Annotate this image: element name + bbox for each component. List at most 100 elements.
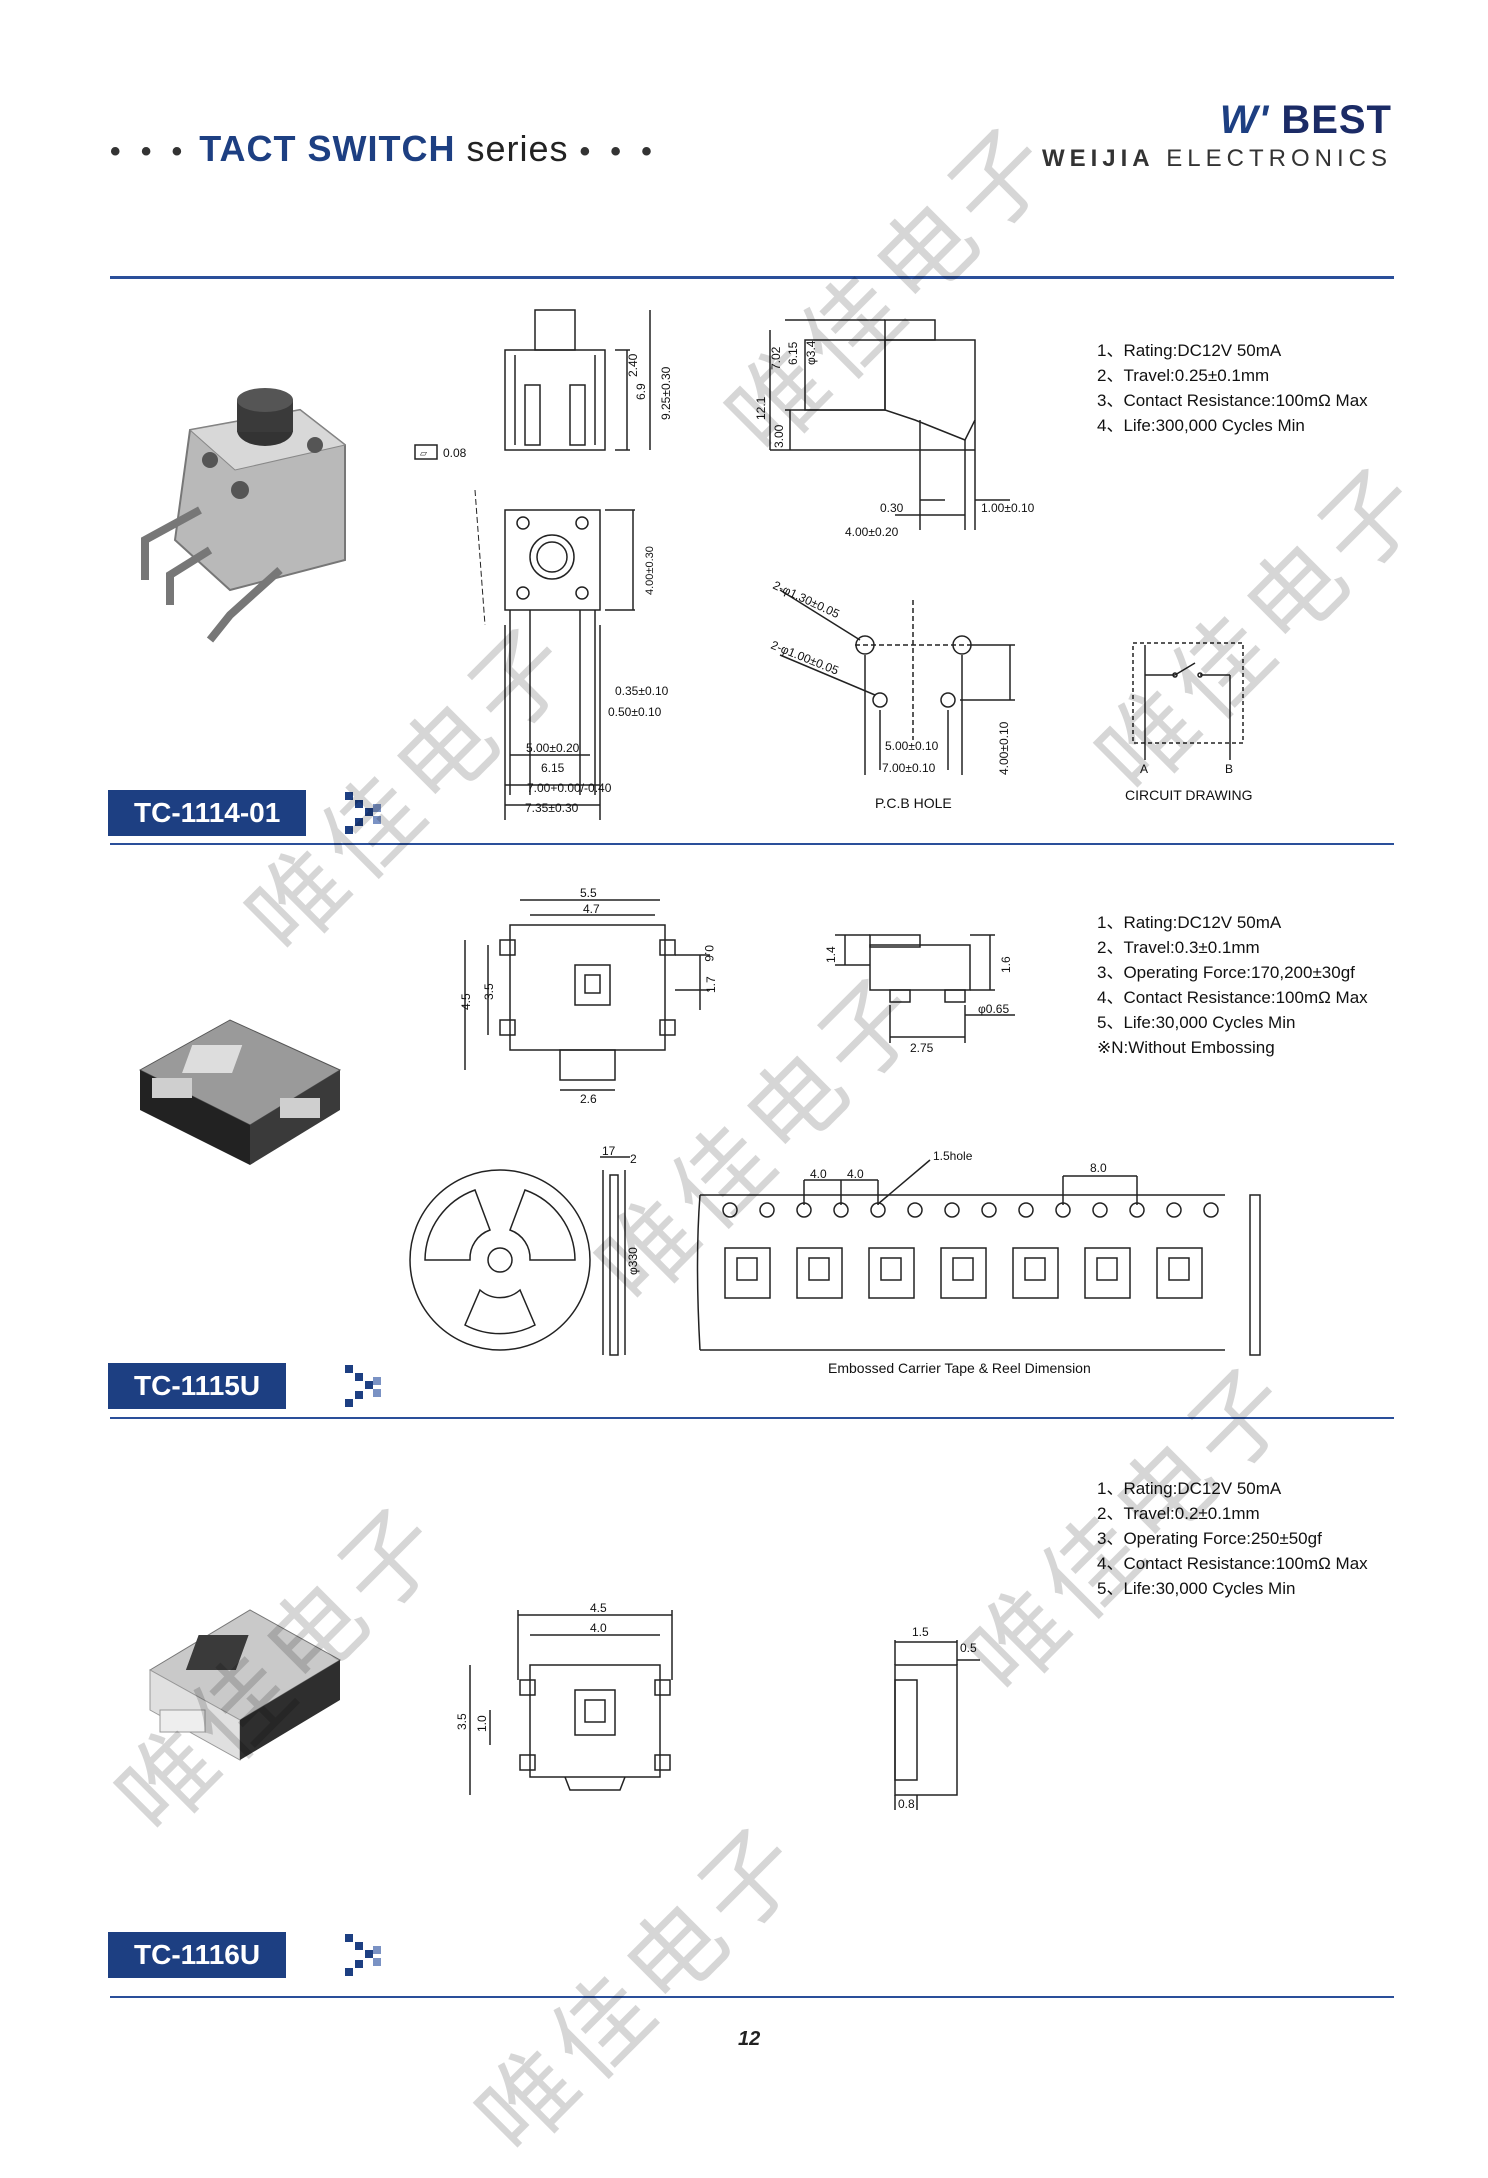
reel-dim-330: φ330 bbox=[626, 1247, 640, 1275]
dim-030: 0.30 bbox=[880, 501, 904, 515]
dim-400: 4.00±0.20 bbox=[845, 525, 899, 539]
tc1114-spec-list: 1、Rating:DC12V 50mA 2、Travel:0.25±0.1mm … bbox=[1097, 338, 1368, 438]
model-tab-arrow bbox=[345, 1365, 381, 1407]
dim-17: 1.7 bbox=[704, 976, 718, 993]
dim-275: 2.75 bbox=[910, 1041, 934, 1055]
dim-26: 2.6 bbox=[580, 1092, 597, 1106]
title-series: series bbox=[466, 128, 569, 169]
spec-item: 1、Rating:DC12V 50mA bbox=[1097, 341, 1282, 360]
pcb-hole-label: P.C.B HOLE bbox=[875, 795, 952, 811]
model-tab-tc1115u: TC-1115U bbox=[108, 1363, 287, 1409]
page-number: 12 bbox=[738, 2028, 761, 2050]
spec-item: 4、Life:300,000 Cycles Min bbox=[1097, 416, 1305, 435]
tape-dim-40b: 4.0 bbox=[847, 1167, 864, 1181]
model-tab-tc1114-01: TC-1114-01 bbox=[108, 790, 307, 836]
tc1116u-product-photo bbox=[149, 1609, 341, 1761]
dim-240: 2.40 bbox=[626, 353, 640, 377]
pcb-hole1: 2-φ1.30±0.05 bbox=[771, 578, 842, 621]
dim-35b: 3.5 bbox=[455, 1713, 469, 1730]
tc1116u-spec-list: 1、Rating:DC12V 50mA 2、Travel:0.2±0.1mm 3… bbox=[1097, 1476, 1368, 1601]
pcb-500: 5.00±0.10 bbox=[885, 739, 939, 753]
dim-735: 7.35±0.30 bbox=[525, 801, 579, 815]
spec-item: 3、Contact Resistance:100mΩ Max bbox=[1097, 391, 1368, 410]
dim-925: 9.25±0.30 bbox=[659, 366, 673, 420]
spec-item: 3、Operating Force:170,200±30gf bbox=[1097, 963, 1355, 982]
svg-text:▱: ▱ bbox=[420, 448, 427, 458]
section-rule-2 bbox=[110, 1417, 1394, 1419]
brand-subtitle: WEIJIA ELECTRONICS bbox=[1042, 145, 1392, 173]
tc1116u-top-drawing: 4.5 4.0 3.5 1.0 bbox=[455, 1601, 673, 1795]
dim-100: 1.00±0.10 bbox=[981, 501, 1035, 515]
brand-logo: W' BEST bbox=[1042, 98, 1392, 143]
tc1114-pcb-hole-drawing: 2-φ1.30±0.05 2-φ1.00±0.05 5.00±0.10 7.00… bbox=[769, 578, 1015, 775]
dim-45b: 4.5 bbox=[590, 1601, 607, 1615]
circuit-pin-a: A bbox=[1140, 762, 1148, 776]
dim-702: 7.02 bbox=[769, 346, 783, 370]
dim-08: 0.8 bbox=[898, 1797, 915, 1811]
circuit-pin-b: B bbox=[1225, 762, 1233, 776]
header-rule bbox=[110, 276, 1394, 279]
dim-35: 3.5 bbox=[482, 983, 496, 1000]
dim-47: 4.7 bbox=[583, 902, 600, 916]
dim-14: 1.4 bbox=[824, 946, 838, 963]
title-dots-left: • • • bbox=[110, 135, 189, 168]
model-tab-arrow bbox=[345, 792, 381, 834]
reel-dim-2: 2 bbox=[630, 1152, 637, 1166]
dim-phi34: φ3.4 bbox=[804, 340, 818, 365]
brand-logo-mark: W' bbox=[1219, 98, 1270, 142]
dim-121: 12.1 bbox=[754, 396, 768, 420]
tc1114-side-drawing: 7.02 6.15 φ3.4 12.1 3.00 0.30 4.00±0.20 … bbox=[754, 319, 1035, 539]
spec-item: 2、Travel:0.2±0.1mm bbox=[1097, 1504, 1260, 1523]
dim-69: 6.9 bbox=[634, 383, 648, 400]
spec-item: 5、Life:30,000 Cycles Min bbox=[1097, 1579, 1296, 1598]
brand-logo-text: BEST bbox=[1281, 98, 1392, 142]
dim-06: 0.6 bbox=[702, 945, 716, 962]
tc1114-product-photo bbox=[141, 388, 347, 643]
section-rule-1 bbox=[110, 843, 1394, 845]
tape-dim-80: 8.0 bbox=[1090, 1161, 1107, 1175]
dim-55: 5.5 bbox=[580, 886, 597, 900]
spec-item: 1、Rating:DC12V 50mA bbox=[1097, 1479, 1282, 1498]
tc1116u-side-drawing: 1.5 0.5 0.8 bbox=[894, 1625, 980, 1811]
title-dots-right: • • • bbox=[579, 135, 658, 168]
tc1115u-reel-drawing: 17 2 φ330 bbox=[409, 1144, 640, 1356]
model-tab-tc1116u: TC-1116U bbox=[108, 1932, 287, 1978]
dim-065: φ0.65 bbox=[978, 1002, 1009, 1016]
tc1115u-product-photo bbox=[138, 1019, 342, 1165]
dim-700: 7.00+0.00/-0.40 bbox=[527, 781, 612, 795]
tape-dim-40a: 4.0 bbox=[810, 1167, 827, 1181]
spec-item: 2、Travel:0.3±0.1mm bbox=[1097, 938, 1260, 957]
brand-sub-rest: ELECTRONICS bbox=[1166, 145, 1392, 172]
dim-050: 0.50±0.10 bbox=[608, 705, 662, 719]
spec-item: 4、Contact Resistance:100mΩ Max bbox=[1097, 988, 1368, 1007]
section-rule-3 bbox=[110, 1996, 1394, 1998]
dim-10: 1.0 bbox=[475, 1715, 489, 1732]
tape-dim-15hole: 1.5hole bbox=[933, 1149, 973, 1163]
brand-block: W' BEST WEIJIA ELECTRONICS bbox=[1042, 98, 1392, 173]
tc1115u-top-drawing: 5.5 4.7 4.5 3.5 0.6 1.7 2.6 bbox=[459, 886, 718, 1106]
model-tab-arrow bbox=[345, 1934, 381, 1976]
spec-item: 1、Rating:DC12V 50mA bbox=[1097, 913, 1282, 932]
pcb-700: 7.00±0.10 bbox=[882, 761, 936, 775]
dim-05: 0.5 bbox=[960, 1641, 977, 1655]
series-title: • • • TACT SWITCH series • • • bbox=[110, 128, 658, 170]
spec-item: 3、Operating Force:250±50gf bbox=[1097, 1529, 1322, 1548]
tc1115u-spec-list: 1、Rating:DC12V 50mA 2、Travel:0.3±0.1mm 3… bbox=[1097, 910, 1368, 1060]
brand-sub-bold: WEIJIA bbox=[1041, 145, 1155, 172]
tape-caption: Embossed Carrier Tape & Reel Dimension bbox=[828, 1360, 1091, 1376]
dim-300: 3.00 bbox=[772, 424, 786, 448]
spec-item: 4、Contact Resistance:100mΩ Max bbox=[1097, 1554, 1368, 1573]
reel-dim-17: 17 bbox=[602, 1144, 616, 1158]
flatness-dim: 0.08 bbox=[443, 446, 467, 460]
pcb-400: 4.00±0.10 bbox=[997, 721, 1011, 775]
spec-item: 5、Life:30,000 Cycles Min bbox=[1097, 1013, 1296, 1032]
dim-40: 4.0 bbox=[590, 1621, 607, 1635]
dim-16: 1.6 bbox=[999, 956, 1013, 973]
dim-45: 4.5 bbox=[459, 993, 473, 1010]
tc1114-circuit-drawing: A B bbox=[1132, 642, 1244, 776]
circuit-drawing-label: CIRCUIT DRAWING bbox=[1125, 787, 1253, 803]
title-main: TACT SWITCH bbox=[199, 128, 456, 169]
pcb-hole2: 2-φ1.00±0.05 bbox=[769, 638, 841, 678]
spec-item: 2、Travel:0.25±0.1mm bbox=[1097, 366, 1270, 385]
watermark-text: 唯佳电子 bbox=[455, 1801, 829, 2175]
